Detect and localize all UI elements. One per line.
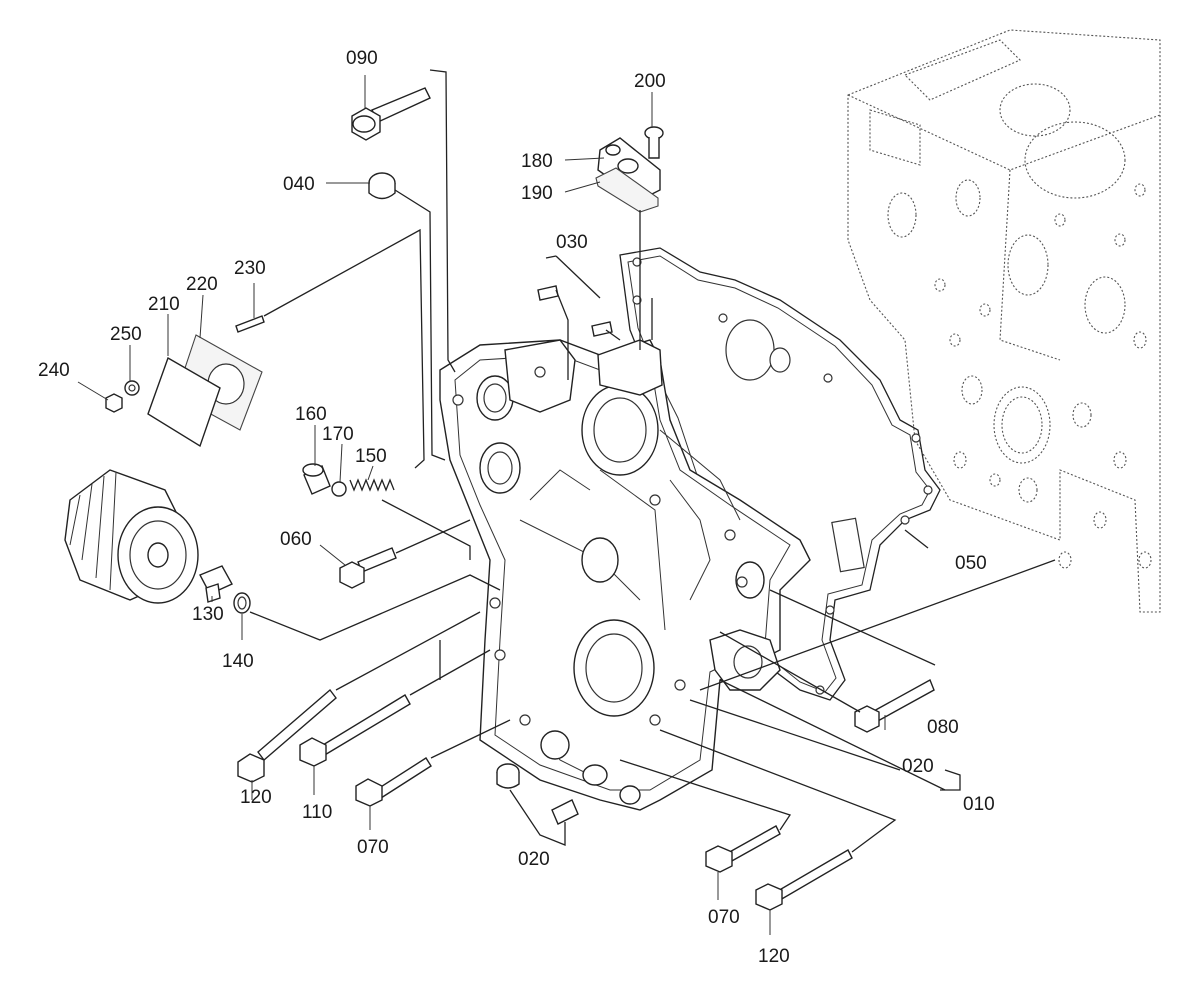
bolt-200 [644,126,664,159]
label-190: 190 [521,183,553,204]
label-140: 140 [222,651,254,672]
engine-block [847,29,1161,613]
spring-150 [349,478,395,492]
ball-170 [331,481,347,497]
bolt-070-right [705,825,781,873]
washer-250 [124,380,140,396]
label-070-left: 070 [357,837,389,858]
oring-140 [233,592,251,614]
label-050: 050 [955,553,987,574]
gasket-190 [595,167,659,213]
label-250: 250 [110,324,142,345]
label-170: 170 [322,424,354,445]
plug-160 [302,463,331,495]
stud-230 [235,315,265,333]
bolt-110 [299,694,411,767]
label-230: 230 [234,258,266,279]
nut-240 [105,393,123,413]
gear-case-010 [439,339,811,811]
oil-filter [64,469,199,604]
label-040: 040 [283,174,315,195]
dowel-pins-030 [537,285,613,337]
label-220: 220 [186,274,218,295]
label-200: 200 [634,71,666,92]
label-010: 010 [963,794,995,815]
label-080: 080 [927,717,959,738]
label-020-lower: 020 [518,849,550,870]
plugs-020 [496,763,579,825]
label-030: 030 [556,232,588,253]
bolt-060 [339,547,397,589]
label-020-upper: 020 [902,756,934,777]
label-090: 090 [346,48,378,69]
label-120-right: 120 [758,946,790,967]
label-120-left: 120 [240,787,272,808]
bolt-090 [351,87,431,141]
plate-210 [147,356,221,448]
label-070-right: 070 [708,907,740,928]
part-labels: 090 200 180 190 040 030 230 220 210 250 … [38,48,995,967]
label-210: 210 [148,294,180,315]
label-160: 160 [295,404,327,425]
label-leaders [77,75,886,935]
bolt-070-left [355,757,432,807]
bolt-120-right [755,849,853,911]
bolt-120-left [237,688,337,783]
nipple-130 [199,565,233,603]
label-060: 060 [280,529,312,550]
label-150: 150 [355,446,387,467]
cover-180 [597,137,661,201]
bolt-080 [854,679,935,733]
label-110: 110 [302,802,332,823]
label-130: 130 [192,604,224,625]
assembly-lines [249,69,1056,853]
label-240: 240 [38,360,70,381]
label-180: 180 [521,151,553,172]
plug-040 [368,172,396,200]
